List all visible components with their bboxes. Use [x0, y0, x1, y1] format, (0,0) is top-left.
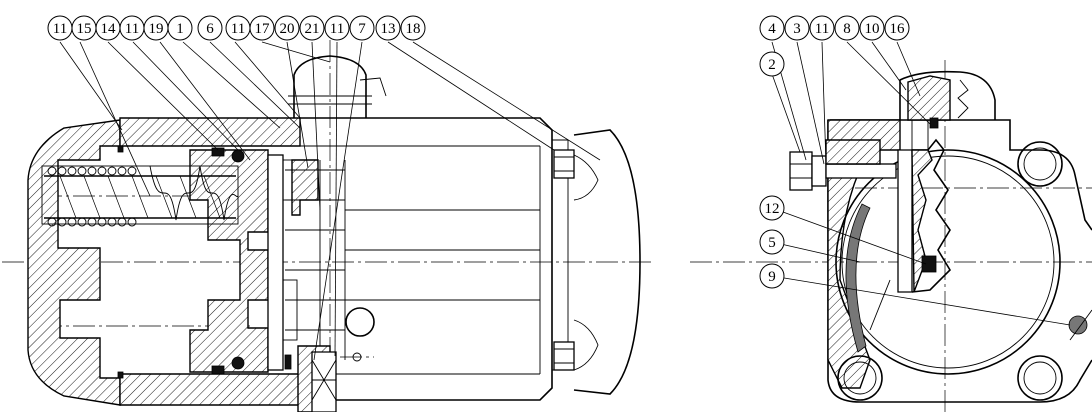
callout-l11: 21 [299, 15, 325, 41]
svg-text:12: 12 [765, 201, 780, 217]
svg-text:3: 3 [793, 21, 801, 37]
svg-text:8: 8 [843, 21, 851, 37]
svg-text:13: 13 [381, 21, 396, 37]
callout-l4: 11 [119, 15, 145, 41]
callout-l12: 11 [324, 15, 350, 41]
pin-9 [1068, 315, 1088, 335]
callout-r9: 5 [759, 229, 785, 255]
callout-r1: 4 [759, 15, 785, 41]
o-ring-19-top [231, 149, 245, 163]
svg-text:21: 21 [305, 21, 320, 37]
callout-l13: 7 [349, 15, 375, 41]
right-indicator [899, 70, 996, 120]
rack-plate [267, 154, 284, 371]
seal-11-end-top [117, 145, 124, 153]
end-cap [27, 119, 121, 406]
adjust-bolt [789, 139, 897, 191]
piston-crescent [845, 203, 871, 353]
svg-text:20: 20 [280, 21, 295, 37]
hex-nut-top [553, 149, 575, 179]
o-ring-19-bottom [231, 356, 245, 370]
callout-r6: 16 [884, 15, 910, 41]
callout-l14: 13 [375, 15, 401, 41]
callout-l3: 14 [95, 15, 121, 41]
svg-text:11: 11 [125, 21, 139, 37]
callout-r4: 8 [834, 15, 860, 41]
key-12 [921, 255, 937, 273]
callout-r8: 12 [759, 195, 785, 221]
cylinder-wall-bottom [119, 373, 301, 406]
callout-l5: 19 [143, 15, 169, 41]
svg-text:15: 15 [77, 21, 92, 37]
right-callouts: 4 3 11 8 10 16 2 12 5 9 [759, 15, 910, 289]
corner-bolts [837, 141, 1063, 401]
svg-text:5: 5 [768, 235, 776, 251]
seal-14-top [211, 147, 225, 157]
callout-r2: 3 [784, 15, 810, 41]
svg-text:19: 19 [149, 21, 164, 37]
callout-r10: 9 [759, 263, 785, 289]
callout-l1: 11 [47, 15, 73, 41]
seal-11-end-bottom [117, 371, 124, 379]
pinion-shaft [869, 120, 952, 331]
callout-l2: 15 [71, 15, 97, 41]
callout-l8: 11 [225, 15, 251, 41]
svg-text:10: 10 [865, 21, 880, 37]
svg-text:6: 6 [206, 21, 214, 37]
svg-text:11: 11 [231, 21, 245, 37]
svg-text:7: 7 [358, 21, 366, 37]
svg-text:11: 11 [330, 21, 344, 37]
bore-circle [835, 149, 1061, 375]
bore-inner [841, 155, 1055, 369]
cross-section-housing [827, 119, 1092, 403]
spring [41, 165, 239, 227]
end-cover-18 [573, 129, 641, 395]
callout-l6: 1 [167, 15, 193, 41]
svg-text:11: 11 [53, 21, 67, 37]
indicator-cap [293, 55, 367, 118]
guide-block [291, 159, 319, 216]
callout-l15: 18 [400, 15, 426, 41]
svg-text:16: 16 [890, 21, 906, 37]
svg-text:18: 18 [406, 21, 421, 37]
svg-text:17: 17 [255, 21, 271, 37]
svg-text:9: 9 [768, 269, 776, 285]
right-section-view [690, 60, 1092, 412]
leader-lines [59, 41, 1071, 361]
svg-text:2: 2 [768, 57, 776, 73]
spring-coil-row [47, 166, 137, 227]
piston-body [189, 149, 269, 373]
port-circle [345, 307, 375, 337]
rack-tooth-b [282, 279, 298, 341]
callout-l9: 17 [249, 15, 275, 41]
callout-r7: 2 [759, 51, 785, 77]
hex-nut-bottom [553, 341, 575, 371]
svg-text:1: 1 [176, 21, 184, 37]
left-section-view [2, 40, 655, 412]
callout-l7: 6 [197, 15, 223, 41]
callout-l10: 20 [274, 15, 300, 41]
seal-14-bottom [211, 365, 225, 375]
callout-r3: 11 [809, 15, 835, 41]
svg-text:4: 4 [768, 21, 776, 37]
callout-r5: 10 [859, 15, 885, 41]
left-callouts: 11 15 14 11 19 1 6 11 17 20 21 11 7 13 1… [47, 15, 426, 41]
svg-text:11: 11 [815, 21, 829, 37]
svg-text:14: 14 [101, 21, 117, 37]
